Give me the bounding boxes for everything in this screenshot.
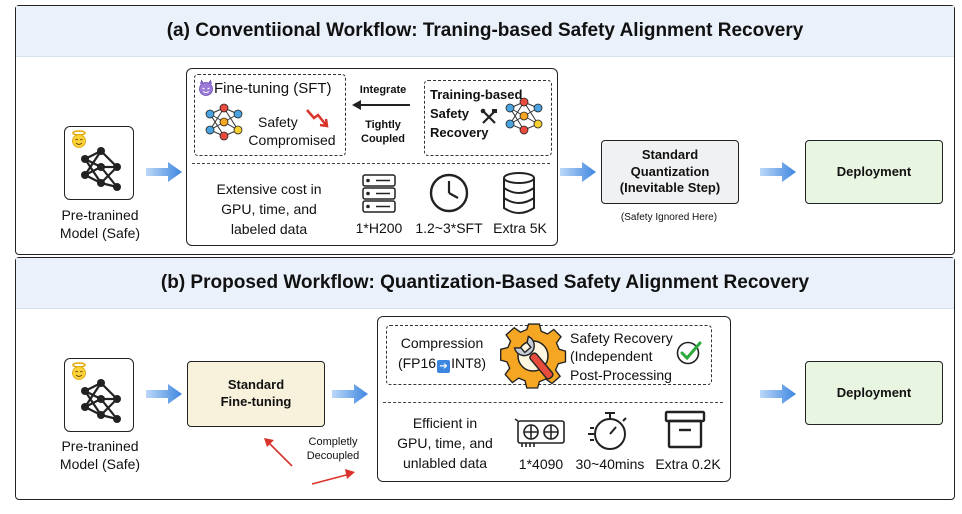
flow-arrow: [332, 384, 368, 404]
clock-icon: [429, 173, 469, 213]
cost-description: Extensive cost in GPU, time, and labeled…: [216, 181, 322, 237]
downtrend-icon: [306, 109, 329, 128]
model-label: Pre-tranined Model (Safe): [59, 438, 141, 472]
neural-network-icon: [205, 103, 243, 141]
time-label: 30~40mins: [575, 456, 645, 472]
flow-arrow: [146, 162, 182, 182]
neural-network-icon: [505, 97, 543, 135]
check-icon: [676, 341, 702, 365]
time-label: 1.2~3*SFT: [415, 220, 483, 236]
tools-icon: [480, 108, 497, 124]
recovery-region: [424, 80, 552, 156]
deployment-box: Deployment: [805, 361, 943, 425]
integrate-arrow: [352, 100, 410, 110]
gpu-card-icon: [514, 418, 565, 447]
gear-wrench-icon: [500, 323, 567, 389]
safety-compromised-label: Safety Compromised: [248, 114, 336, 148]
efficiency-description: Efficient in GPU, time, and unlabled dat…: [397, 415, 493, 471]
flow-arrow: [760, 384, 796, 404]
quantization-note: (Safety Ignored Here): [620, 212, 718, 223]
standard-finetuning-box: Standard Fine-tuning: [187, 361, 325, 427]
decoupled-arrow-up: [264, 438, 293, 467]
panel-b-title: (b) Proposed Workflow: Quantization-Base…: [16, 258, 954, 309]
deployment-box: Deployment: [805, 140, 943, 204]
pretrained-model-icon: [64, 126, 134, 200]
finetune-region: [194, 74, 346, 156]
tightly-coupled-label: Tightly Coupled: [361, 119, 405, 145]
right-arrow-icon: ➔: [437, 360, 451, 374]
integrate-label: Integrate: [359, 84, 407, 96]
pretrained-model-icon: [64, 358, 134, 432]
decoupled-label: Completly Decoupled: [306, 436, 360, 462]
gpu-label: 1*H200: [355, 220, 403, 236]
model-label: Pre-tranined Model (Safe): [59, 207, 141, 241]
neural-network-icon: [79, 145, 123, 193]
neural-network-icon: [79, 377, 123, 425]
data-label: Extra 0.2K: [655, 456, 721, 472]
decoupled-arrow-right: [311, 469, 355, 485]
safety-recovery-label: Safety Recovery (Independent Post-Proces…: [570, 330, 673, 383]
data-label: Extra 5K: [493, 220, 547, 236]
devil-emoji-icon: [199, 79, 213, 96]
server-icon: [362, 174, 396, 213]
storage-box-icon: [664, 410, 706, 449]
flow-arrow: [146, 384, 182, 404]
gpu-label: 1*4090: [518, 456, 564, 472]
flow-arrow: [560, 162, 596, 182]
recovery-label: Training-based Safety Recovery: [430, 87, 523, 140]
finetune-label: Fine-tuning (SFT): [214, 80, 332, 97]
stopwatch-icon: [588, 412, 627, 450]
compression-label: Compression (FP16➔INT8): [397, 335, 487, 374]
standard-quantization-box: Standard Quantization (Inevitable Step): [601, 140, 739, 204]
divider-line: [192, 163, 550, 164]
conventional-process-box: [186, 68, 558, 246]
compression-safety-region: [386, 325, 712, 385]
divider-line: [383, 402, 723, 403]
panel-a-title: (a) Conventiional Workflow: Traning-base…: [16, 6, 954, 57]
flow-arrow: [760, 162, 796, 182]
database-icon: [503, 172, 535, 214]
